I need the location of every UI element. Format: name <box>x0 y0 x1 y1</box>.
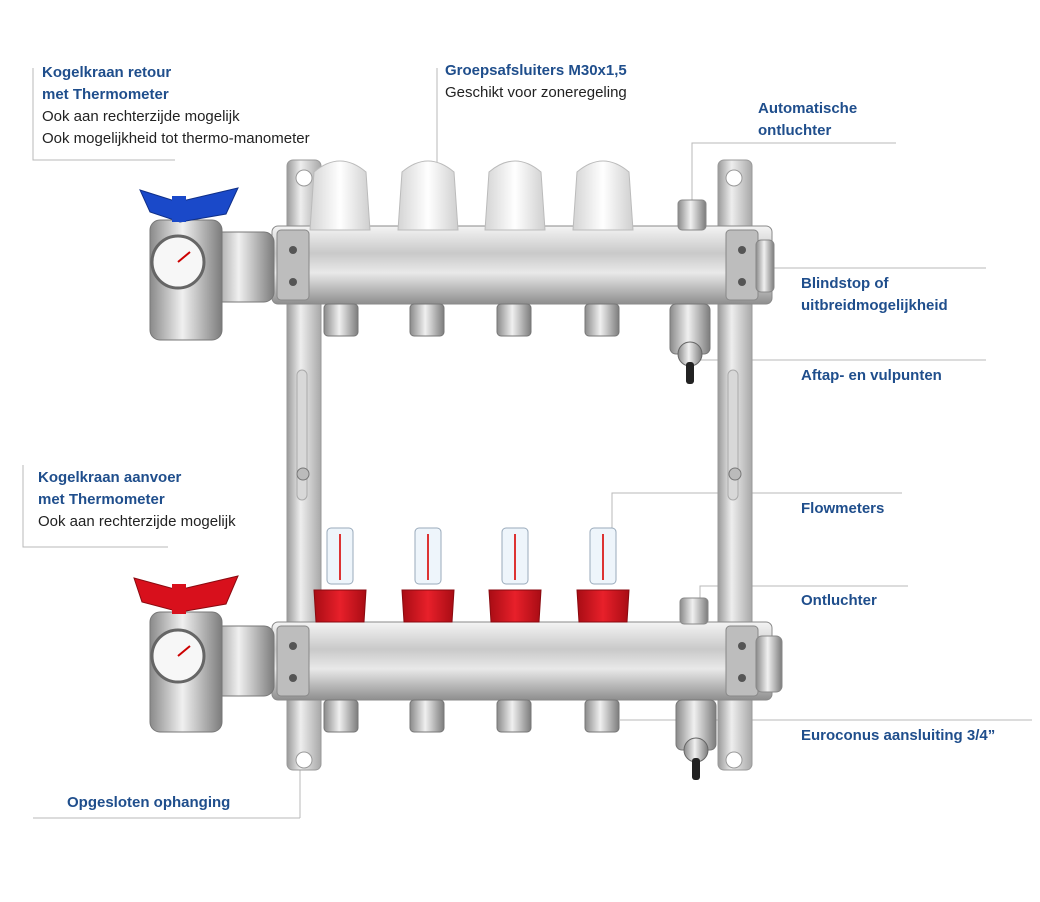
label-flowmeters: Flowmeters <box>801 498 884 520</box>
label-title-line: uitbreidmogelijkheid <box>801 297 948 314</box>
return-outlets <box>323 303 711 384</box>
supply-manifold-bar <box>271 621 783 701</box>
label-title-line: Blindstop of <box>801 275 889 292</box>
label-title-line: Aftap- en vulpunten <box>801 367 942 384</box>
leader-vent <box>699 585 908 602</box>
flowmeters-group <box>313 527 709 625</box>
return-manifold-bar <box>271 225 775 305</box>
label-sub-line: Ook aan rechterzijde mogelijk <box>42 108 240 125</box>
right-bracket <box>717 159 753 771</box>
label-title-line: Flowmeters <box>801 500 885 517</box>
leader-flowmeters <box>611 492 902 530</box>
group-valve-caps <box>309 160 707 231</box>
label-title-line: ontluchter <box>758 122 832 139</box>
label-supply-valve: Kogelkraan aanvoer met Thermometer Ook a… <box>38 467 236 533</box>
label-hanger: Opgesloten ophanging <box>67 792 230 814</box>
label-title-line: met Thermometer <box>42 86 169 103</box>
label-sub-line: Ook aan rechterzijde mogelijk <box>38 513 236 530</box>
label-group-valves: Groepsafsluiters M30x1,5 Geschikt voor z… <box>445 60 627 104</box>
label-title-line: Automatische <box>758 100 858 117</box>
leader-auto-vent <box>691 142 896 200</box>
leader-supply-valve <box>22 465 168 548</box>
label-blind-stop: Blindstop of uitbreidmogelijkheid <box>801 273 948 317</box>
label-title-line: Kogelkraan retour <box>42 64 172 81</box>
label-return-valve: Kogelkraan retour met Thermometer Ook aa… <box>42 62 310 150</box>
label-title-line: Ontluchter <box>801 592 877 609</box>
return-ball-valve <box>139 187 275 341</box>
label-sub-line: Ook mogelijkheid tot thermo-manometer <box>42 130 310 147</box>
label-title-line: Euroconus aansluiting 3/4” <box>801 727 996 744</box>
label-auto-vent: Automatische ontluchter <box>758 98 857 142</box>
label-sub-line: Geschikt voor zoneregeling <box>445 84 627 101</box>
label-vent: Ontluchter <box>801 590 877 612</box>
label-title-line: Kogelkraan aanvoer <box>38 469 182 486</box>
left-bracket <box>286 159 322 771</box>
label-title-line: met Thermometer <box>38 491 165 508</box>
leader-return-valve <box>32 68 175 161</box>
supply-ball-valve <box>133 575 275 733</box>
label-euroconus: Euroconus aansluiting 3/4” <box>801 725 995 747</box>
label-title-line: Opgesloten ophanging <box>67 794 231 811</box>
label-title-line: Groepsafsluiters M30x1,5 <box>445 62 627 79</box>
supply-outlets <box>323 699 717 780</box>
label-drain: Aftap- en vulpunten <box>801 365 942 387</box>
